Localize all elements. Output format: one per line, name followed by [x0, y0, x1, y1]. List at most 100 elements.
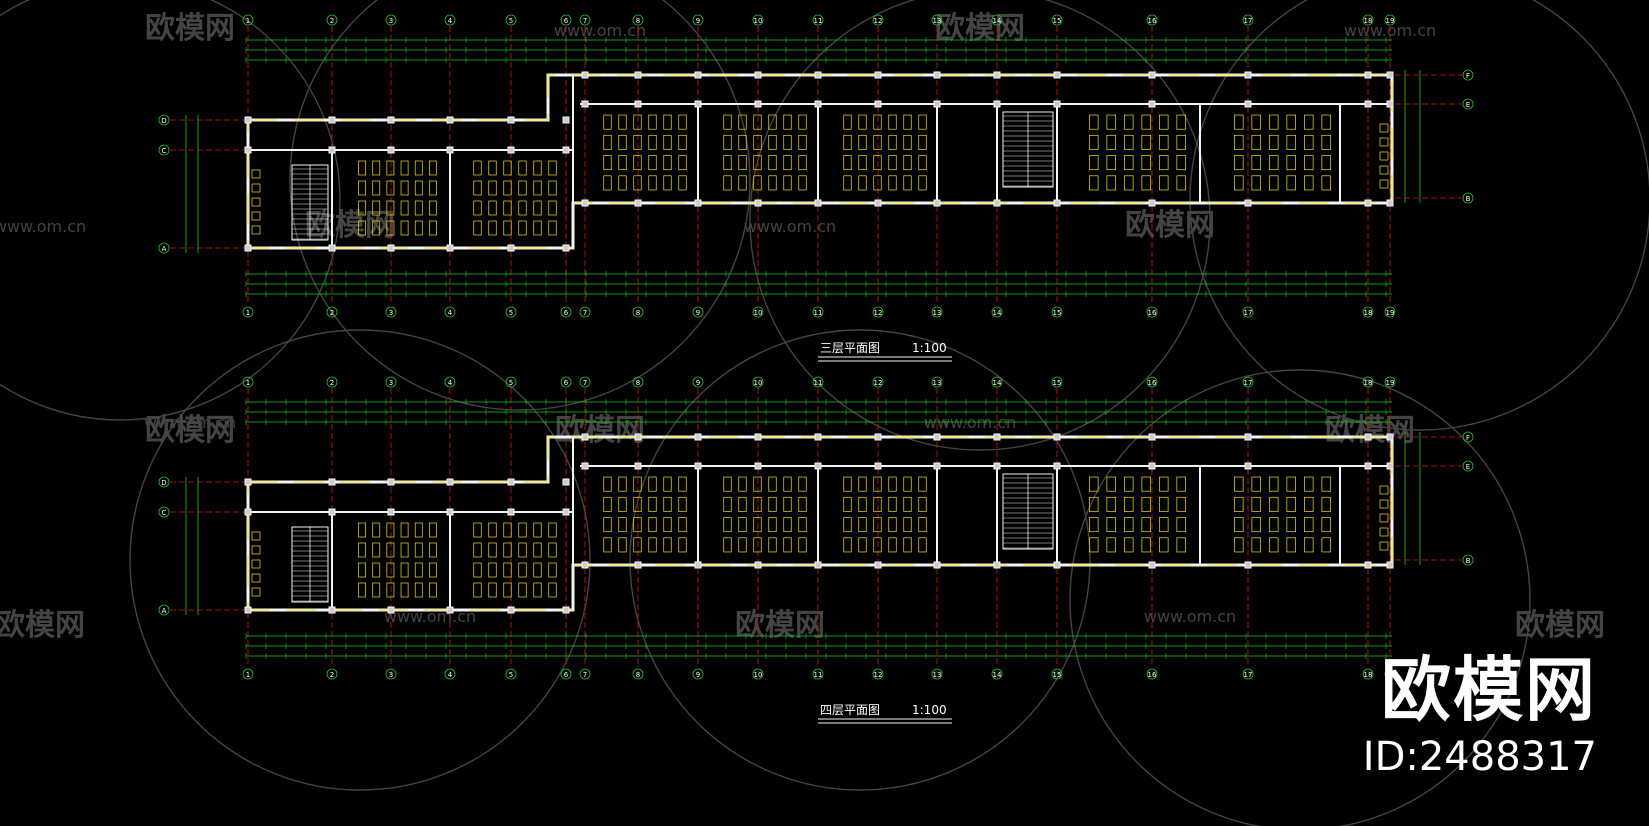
column-axis-label: 18: [1364, 309, 1373, 317]
classroom-desk: [1269, 476, 1279, 492]
classroom-desk: [783, 517, 792, 533]
classroom-desk: [648, 155, 657, 171]
plan-title: 四层平面图: [820, 703, 880, 717]
classroom-desk: [488, 582, 497, 598]
classroom-desk: [888, 496, 897, 512]
structural-column: [244, 244, 252, 252]
classroom-desk: [633, 134, 642, 150]
classroom-desk: [548, 582, 557, 598]
column-axis-bubble: [1051, 306, 1063, 318]
classroom-desk: [1176, 496, 1186, 512]
structural-column: [581, 71, 589, 79]
column-axis-label: 4: [448, 671, 453, 679]
classroom-desk: [386, 200, 395, 216]
classroom-desk: [798, 537, 807, 553]
classroom-desk: [858, 517, 867, 533]
classroom-desk: [1176, 155, 1186, 171]
classroom-desk: [1286, 175, 1296, 191]
structural-column: [694, 71, 702, 79]
structural-column: [1148, 71, 1156, 79]
floor-plan: 1122334455667788991010111112121313141415…: [158, 14, 1474, 362]
toilet-fixture: [1379, 165, 1389, 175]
column-axis-bubble: [1146, 376, 1158, 388]
classroom-desk: [372, 522, 381, 538]
column-axis-label: 3: [389, 379, 393, 387]
classroom-desk: [1141, 155, 1151, 171]
row-axis-label: D: [161, 479, 166, 487]
classroom-desk: [1159, 155, 1169, 171]
watermark-site-text: www.om.cn: [744, 217, 836, 236]
column-axis-bubble: [931, 14, 943, 26]
classroom-desk: [768, 134, 777, 150]
classroom-desk: [843, 537, 852, 553]
column-axis-label: 7: [583, 379, 587, 387]
classroom-desk: [533, 200, 542, 216]
structural-column: [933, 561, 941, 569]
classroom-desk: [618, 155, 627, 171]
row-axis-bubble: [158, 604, 170, 616]
classroom-desk: [358, 200, 366, 216]
classroom-desk: [783, 496, 792, 512]
classroom-desk: [400, 562, 409, 578]
classroom-desk: [918, 155, 927, 171]
classroom-desk: [372, 562, 381, 578]
structural-column: [244, 606, 252, 614]
classroom-desk: [918, 476, 927, 492]
column-axis-bubble: [579, 668, 591, 680]
toilet-fixture: [251, 587, 261, 597]
classroom-desk: [1141, 476, 1151, 492]
structural-column: [754, 433, 762, 441]
structural-column: [387, 116, 395, 124]
classroom-desk: [888, 517, 897, 533]
classroom-desk: [548, 160, 557, 176]
classroom-desk: [783, 114, 792, 130]
classroom-desk: [1234, 134, 1244, 150]
classroom-desk: [873, 517, 882, 533]
structural-column: [1244, 561, 1252, 569]
classroom-desk: [518, 522, 527, 538]
classroom-desk: [1124, 134, 1134, 150]
structural-column: [507, 478, 515, 486]
column-axis-bubble: [1051, 668, 1063, 680]
row-axis-bubble: [1462, 192, 1474, 204]
column-axis-label: 11: [814, 309, 823, 317]
classroom-desk: [1234, 114, 1244, 130]
column-axis-bubble: [752, 306, 764, 318]
classroom-desk: [738, 496, 747, 512]
classroom-desk: [1269, 496, 1279, 512]
classroom-desk: [1124, 496, 1134, 512]
classroom-desk: [1124, 175, 1134, 191]
structural-column: [581, 433, 589, 441]
structural-column: [634, 433, 642, 441]
classroom-desk: [753, 517, 762, 533]
classroom-desk: [678, 517, 687, 533]
classroom-desk: [414, 582, 423, 598]
classroom-desk: [414, 200, 423, 216]
classroom-desk: [858, 476, 867, 492]
classroom-desk: [768, 496, 777, 512]
classroom-desk: [386, 220, 395, 236]
classroom-desk: [1124, 114, 1134, 130]
column-axis-bubble: [931, 306, 943, 318]
structural-column: [993, 433, 1001, 441]
classroom-desk: [738, 134, 747, 150]
classroom-desk: [1159, 496, 1169, 512]
watermark-brand-text: 欧模网: [1125, 208, 1215, 243]
structural-column: [933, 71, 941, 79]
row-axis-label: B: [1466, 557, 1471, 565]
classroom-desk: [678, 537, 687, 553]
column-axis-bubble: [1146, 668, 1158, 680]
structural-column: [754, 71, 762, 79]
classroom-desk: [648, 114, 657, 130]
column-axis-bubble: [385, 376, 397, 388]
brand-watermark: 欧模网 ID:2488317: [1363, 655, 1597, 781]
column-axis-label: 6: [564, 671, 569, 679]
classroom-desk: [1141, 496, 1151, 512]
column-axis-bubble: [560, 14, 572, 26]
classroom-desk: [1106, 496, 1116, 512]
classroom-desk: [1321, 517, 1331, 533]
column-axis-bubble: [1146, 306, 1158, 318]
watermark-arc: [629, 329, 1091, 791]
classroom-desk: [488, 200, 497, 216]
row-axis-label: B: [1466, 195, 1471, 203]
